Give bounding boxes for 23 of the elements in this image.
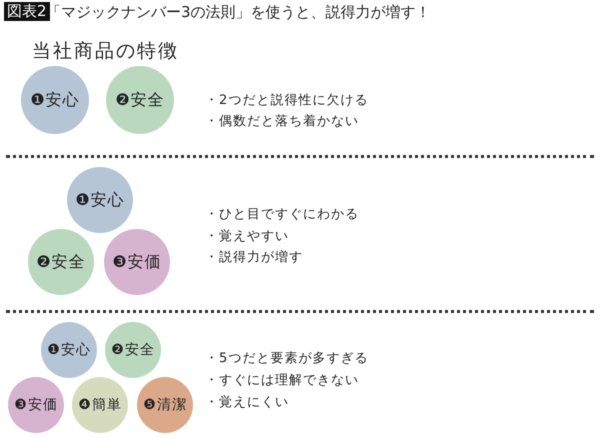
bullet-text: ・説得力が増す (205, 248, 303, 266)
bullet-text: ・2つだと説得性に欠ける (205, 92, 368, 109)
bullet-text: ・偶数だと落ち着かない (205, 113, 359, 130)
circle-node (72, 377, 128, 433)
node-label: ❷安全 (115, 90, 165, 110)
node-label: ❷安全 (111, 341, 155, 359)
node-label: ❶安心 (30, 90, 80, 110)
bullet-text: ・ひと目ですぐにわかる (205, 206, 359, 223)
figure-number-badge: 図表2 (4, 2, 50, 21)
bullet-text: ・5つだと要素が多すぎる (205, 350, 368, 367)
node-label: ❹簡単 (78, 396, 122, 414)
node-label: ❶安心 (75, 190, 125, 210)
node-label: ❺清潔 (143, 396, 187, 414)
node-label: ❸安価 (112, 252, 162, 272)
circle-node (105, 322, 161, 378)
circle-node (41, 322, 97, 378)
node-label: ❸安価 (14, 396, 58, 414)
subtitle: 当社商品の特徴 (32, 39, 179, 64)
node-label: ❶安心 (47, 341, 91, 359)
node-label: ❷安全 (36, 252, 86, 272)
bullet-text: ・覚えやすい (205, 228, 289, 245)
bullet-text: ・覚えにくい (205, 394, 289, 411)
bullet-text: ・すぐには理解できない (205, 372, 359, 389)
